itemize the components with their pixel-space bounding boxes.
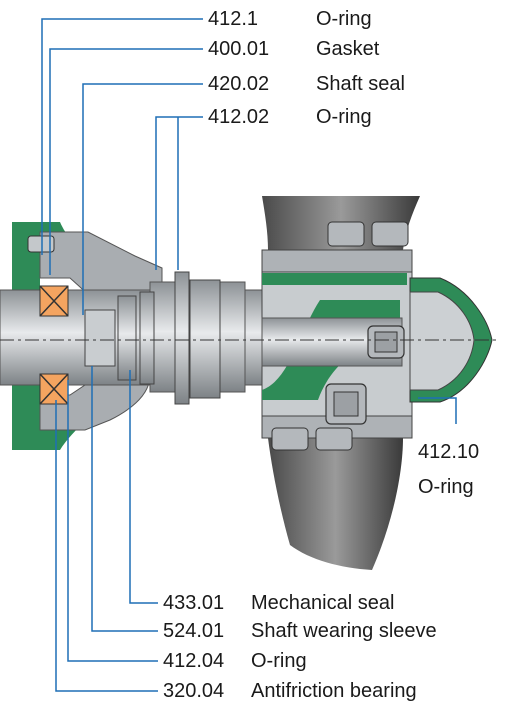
- part-number: 400.01: [208, 38, 270, 60]
- part-number: 420.02: [208, 73, 270, 95]
- part-number: 524.01: [163, 620, 225, 642]
- part-name: Shaft wearing sleeve: [251, 620, 437, 642]
- callout-420-02: 420.02 Shaft seal: [208, 73, 405, 95]
- seal-collar: [189, 279, 221, 399]
- part-name: Shaft seal: [316, 73, 405, 95]
- leader-433-01: [129, 370, 158, 604]
- part-name: Mechanical seal: [251, 592, 395, 614]
- part-number: 412.02: [208, 106, 270, 128]
- part-name: Gasket: [316, 38, 380, 60]
- housing-green-left: [12, 222, 88, 450]
- part-number: 412.04: [163, 650, 225, 672]
- leader-420-02: [82, 83, 203, 315]
- bearing-lower: [39, 373, 69, 405]
- leader-lines: [41, 18, 457, 692]
- leader-524-01: [91, 366, 158, 632]
- callout-412-10-number: 412.10: [418, 441, 480, 463]
- hub-top-green: [262, 273, 407, 285]
- leader-412-04: [67, 380, 158, 662]
- casing-bolt: [27, 235, 55, 253]
- part-name: Antifriction bearing: [251, 680, 417, 702]
- seal-ring-c: [174, 271, 190, 405]
- bolt-bottom-b: [315, 427, 353, 451]
- seal-ring-b: [139, 291, 155, 385]
- callout-412-1: 412.1 O-ring: [208, 8, 372, 30]
- leader-320-04: [55, 400, 158, 692]
- part-name: O-ring: [251, 650, 307, 672]
- leader-412-1: [41, 18, 203, 255]
- callout-524-01: 524.01 Shaft wearing sleeve: [163, 620, 437, 642]
- nose-cap-inner: [409, 291, 475, 391]
- callout-320-04: 320.04 Antifriction bearing: [163, 680, 417, 702]
- callout-412-02: 412.02 O-ring: [208, 106, 372, 128]
- callout-412-04: 412.04 O-ring: [163, 650, 307, 672]
- callout-433-01: 433.01 Mechanical seal: [163, 592, 394, 614]
- hub-top-band: [261, 249, 413, 273]
- impeller-blade-bottom: [268, 438, 403, 570]
- callout-400-01: 400.01 Gasket: [208, 38, 379, 60]
- callout-412-10-name: O-ring: [418, 476, 474, 498]
- part-number: 433.01: [163, 592, 225, 614]
- leader-412-10: [418, 397, 457, 424]
- seal-ring-a: [117, 295, 137, 381]
- bearing-upper: [39, 285, 69, 317]
- part-number: 320.04: [163, 680, 225, 702]
- bolt-bottom-a: [271, 427, 309, 451]
- leader-412-02: [155, 116, 203, 270]
- bolt-top-a: [327, 221, 365, 247]
- bolt-upper-right: [367, 325, 405, 359]
- bolt-top-b: [371, 221, 409, 247]
- part-name: O-ring: [316, 8, 372, 30]
- part-number: 412.1: [208, 8, 259, 30]
- bolt-lower-left: [325, 383, 367, 425]
- part-name: O-ring: [316, 106, 372, 128]
- shaft-sleeve: [84, 309, 116, 367]
- leader-400-01: [49, 48, 203, 275]
